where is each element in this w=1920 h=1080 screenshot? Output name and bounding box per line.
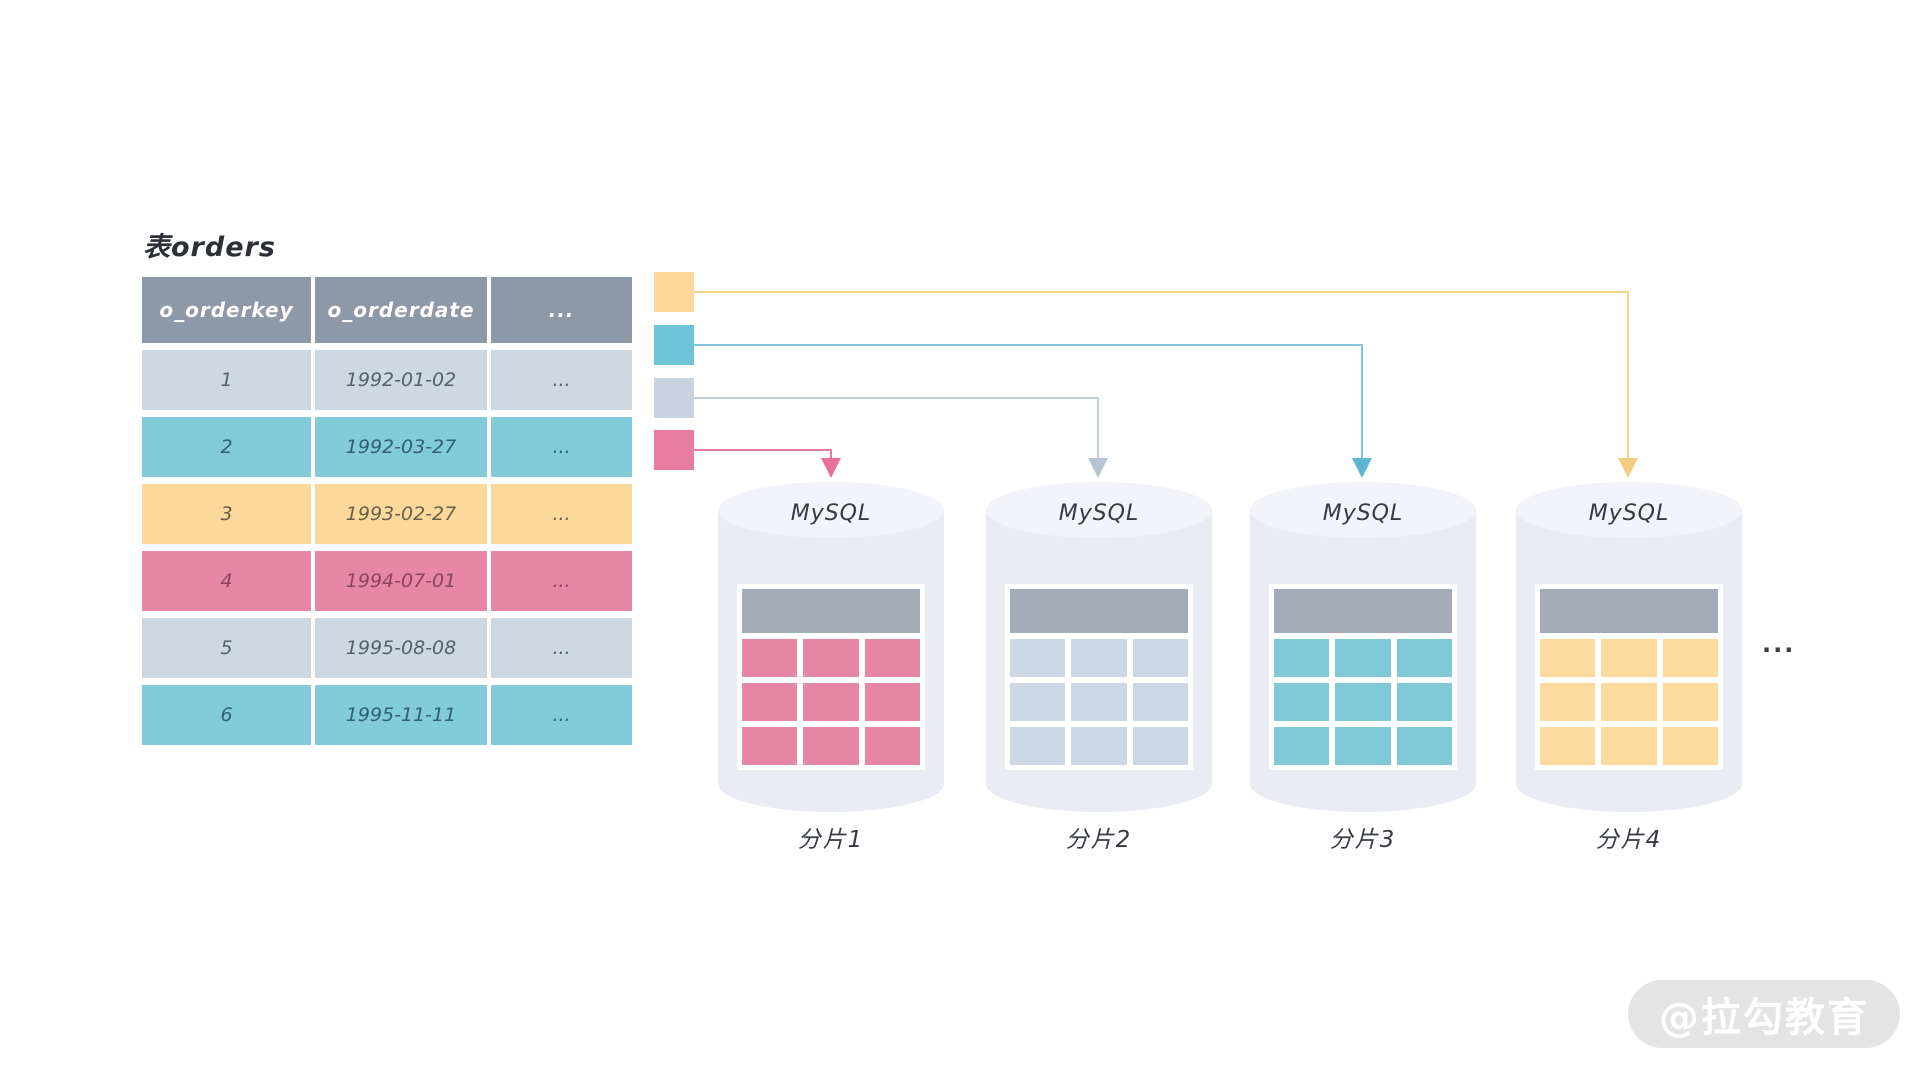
arrow-down-yellow-icon bbox=[1618, 458, 1638, 478]
legend-square-pink bbox=[654, 430, 694, 470]
watermark-badge: @拉勾教育 bbox=[1628, 980, 1900, 1048]
shard-caption: 分片4 bbox=[1595, 827, 1663, 853]
shard-caption: 分片1 bbox=[797, 827, 865, 853]
shard-table bbox=[737, 584, 925, 770]
legend-square-yellow bbox=[654, 272, 694, 312]
legend-square-gray bbox=[654, 378, 694, 418]
shard-table-header bbox=[1274, 589, 1452, 633]
table-row: 5 1995-08-08 ... bbox=[142, 618, 632, 678]
shard-caption: 分片2 bbox=[1065, 827, 1133, 853]
cell-more: ... bbox=[491, 551, 632, 611]
source-table-title: 表orders bbox=[143, 232, 276, 263]
cell-orderdate: 1995-08-08 bbox=[315, 618, 487, 678]
orders-table: o_orderkey o_orderdate ... 1 1992-01-02 … bbox=[142, 277, 632, 752]
cell-orderdate: 1993-02-27 bbox=[315, 484, 487, 544]
shard-4: MySQL 分片4 bbox=[1516, 482, 1742, 853]
connector-pink-line bbox=[830, 449, 832, 458]
more-shards-ellipsis: ... bbox=[1762, 630, 1796, 658]
table-row: 3 1993-02-27 ... bbox=[142, 484, 632, 544]
shard-table bbox=[1535, 584, 1723, 770]
cell-orderkey: 6 bbox=[142, 685, 311, 745]
legend-square-teal bbox=[654, 325, 694, 365]
cell-orderkey: 4 bbox=[142, 551, 311, 611]
cylinder-top: MySQL bbox=[986, 482, 1212, 538]
shard-table-grid bbox=[1010, 639, 1188, 765]
connector-gray-line bbox=[1097, 397, 1099, 458]
shard-table bbox=[1005, 584, 1193, 770]
table-row: 4 1994-07-01 ... bbox=[142, 551, 632, 611]
table-row: 2 1992-03-27 ... bbox=[142, 417, 632, 477]
watermark-text: @拉勾教育 bbox=[1659, 995, 1869, 1041]
table-row: 1 1992-01-02 ... bbox=[142, 350, 632, 410]
connector-gray-line bbox=[694, 397, 1098, 399]
cell-orderkey: 1 bbox=[142, 350, 311, 410]
arrow-down-pink-icon bbox=[821, 458, 841, 478]
connector-pink-line bbox=[694, 449, 831, 451]
connector-teal-line bbox=[1361, 344, 1363, 458]
cell-more: ... bbox=[491, 350, 632, 410]
cell-orderdate: 1995-11-11 bbox=[315, 685, 487, 745]
column-header-o-orderdate: o_orderdate bbox=[315, 277, 487, 343]
db-label: MySQL bbox=[1322, 500, 1404, 526]
shard-table-grid bbox=[742, 639, 920, 765]
cell-orderdate: 1992-03-27 bbox=[315, 417, 487, 477]
db-label: MySQL bbox=[790, 500, 872, 526]
db-label: MySQL bbox=[1058, 500, 1140, 526]
cell-more: ... bbox=[491, 618, 632, 678]
mysql-cylinder-icon: MySQL bbox=[718, 482, 944, 812]
shard-table-header bbox=[1540, 589, 1718, 633]
cell-more: ... bbox=[491, 484, 632, 544]
arrow-down-gray-icon bbox=[1088, 458, 1108, 478]
cell-orderdate: 1992-01-02 bbox=[315, 350, 487, 410]
cylinder-top: MySQL bbox=[718, 482, 944, 538]
column-header-o-orderkey: o_orderkey bbox=[142, 277, 311, 343]
cell-orderkey: 5 bbox=[142, 618, 311, 678]
connector-yellow-line bbox=[1627, 291, 1629, 458]
shard-table-grid bbox=[1540, 639, 1718, 765]
orders-table-header: o_orderkey o_orderdate ... bbox=[142, 277, 632, 343]
mysql-cylinder-icon: MySQL bbox=[986, 482, 1212, 812]
db-label: MySQL bbox=[1588, 500, 1670, 526]
cylinder-top: MySQL bbox=[1250, 482, 1476, 538]
connector-teal-line bbox=[694, 344, 1362, 346]
column-header-more: ... bbox=[491, 277, 632, 343]
shard-table bbox=[1269, 584, 1457, 770]
arrow-down-teal-icon bbox=[1352, 458, 1372, 478]
shard-table-header bbox=[1010, 589, 1188, 633]
mysql-cylinder-icon: MySQL bbox=[1516, 482, 1742, 812]
cell-more: ... bbox=[491, 417, 632, 477]
shard-3: MySQL 分片3 bbox=[1250, 482, 1476, 853]
cell-orderdate: 1994-07-01 bbox=[315, 551, 487, 611]
table-row: 6 1995-11-11 ... bbox=[142, 685, 632, 745]
connector-yellow-line bbox=[694, 291, 1628, 293]
shard-1: MySQL 分片1 bbox=[718, 482, 944, 853]
shard-caption: 分片3 bbox=[1329, 827, 1397, 853]
mysql-cylinder-icon: MySQL bbox=[1250, 482, 1476, 812]
cell-orderkey: 3 bbox=[142, 484, 311, 544]
shard-2: MySQL 分片2 bbox=[986, 482, 1212, 853]
cell-more: ... bbox=[491, 685, 632, 745]
cylinder-top: MySQL bbox=[1516, 482, 1742, 538]
shard-table-grid bbox=[1274, 639, 1452, 765]
shard-table-header bbox=[742, 589, 920, 633]
cell-orderkey: 2 bbox=[142, 417, 311, 477]
